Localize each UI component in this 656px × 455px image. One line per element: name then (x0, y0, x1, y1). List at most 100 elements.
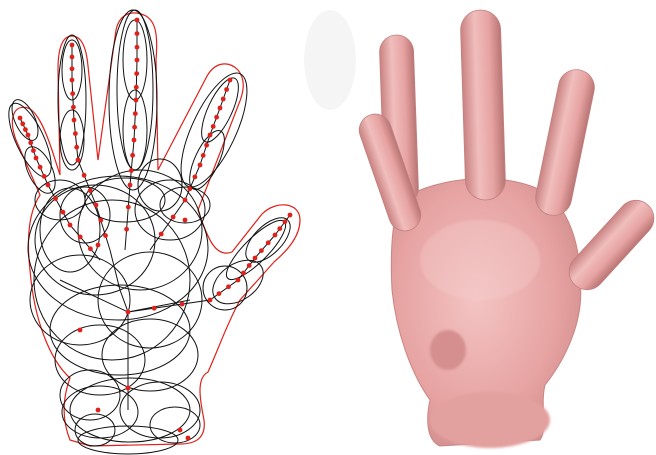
skeleton-node-20 (134, 85, 139, 90)
skeleton-node-70 (226, 284, 231, 289)
skeleton-node-58 (78, 235, 83, 240)
skeleton-node-48 (26, 133, 31, 138)
skeleton-node-10 (82, 173, 87, 178)
skeleton-node-26 (129, 168, 134, 173)
primitive-ellipse-32 (168, 65, 260, 196)
skeleton-node-59 (88, 246, 93, 251)
primitive-ellipse-3 (78, 170, 202, 290)
skeleton-node-8 (74, 145, 79, 150)
palm-bump (430, 330, 466, 370)
wireframe-hand-panel (0, 0, 330, 455)
finger-surface-2 (532, 66, 597, 218)
skeleton-node-17 (135, 45, 140, 50)
skeleton-node-7 (73, 131, 78, 136)
skeleton-node-32 (221, 97, 226, 102)
skeleton-node-13 (98, 218, 103, 223)
skeleton-node-39 (198, 163, 203, 168)
skeleton-node-19 (134, 71, 139, 76)
primitive-ellipse-37 (19, 142, 62, 197)
skeleton-node-51 (34, 156, 39, 161)
skeleton-node-72 (208, 298, 213, 303)
primitive-ellipse-20 (75, 414, 115, 446)
skeleton-node-44 (159, 232, 164, 237)
skeleton-node-52 (38, 165, 43, 170)
skeleton-node-15 (135, 18, 140, 23)
skeleton-node-79 (78, 328, 83, 333)
skeleton-node-62 (277, 226, 282, 231)
skeleton-node-21 (134, 98, 139, 103)
skeleton-node-47 (23, 127, 28, 132)
skeleton-node-12 (94, 203, 99, 208)
skeleton-node-30 (228, 78, 233, 83)
wireframe-hand (0, 0, 330, 455)
skeleton-node-33 (218, 106, 223, 111)
skeleton-node-4 (70, 91, 75, 96)
skeleton-node-29 (124, 227, 129, 232)
skeleton-node-63 (273, 233, 278, 238)
skeleton-node-77 (96, 243, 101, 248)
skeleton-node-50 (31, 148, 36, 153)
skeleton-node-82 (186, 436, 191, 441)
skeleton-node-75 (126, 310, 131, 315)
skeleton-node-80 (178, 428, 183, 433)
skeleton-node-5 (71, 105, 76, 110)
skeleton-node-54 (46, 183, 51, 188)
skeleton-node-37 (204, 143, 209, 148)
skeleton-node-11 (88, 188, 93, 193)
primitive-ellipse-18 (150, 407, 200, 443)
skeleton-node-56 (61, 210, 66, 215)
skeleton-node-1 (70, 55, 75, 60)
skeleton-node-3 (70, 78, 75, 83)
skeleton-node-34 (214, 115, 219, 120)
skeleton-node-22 (133, 111, 138, 116)
shaded-hand-panel (330, 0, 656, 455)
skeleton-node-45 (18, 116, 23, 121)
skeleton-node-28 (126, 205, 131, 210)
palm-highlight (420, 220, 540, 300)
skeleton-node-9 (76, 158, 81, 163)
primitive-ellipse-23 (238, 210, 297, 269)
skeleton-node-69 (236, 278, 241, 283)
skeleton-node-76 (126, 386, 131, 391)
skeleton-node-73 (180, 302, 185, 307)
skeleton-node-35 (211, 124, 216, 129)
skeleton-node-24 (132, 138, 137, 143)
skeleton-node-65 (259, 248, 264, 253)
skeleton-node-16 (135, 31, 140, 36)
skeleton-node-14 (103, 233, 108, 238)
skeleton-node-67 (247, 263, 252, 268)
primitive-ellipse-1 (34, 200, 190, 360)
skeleton-node-49 (28, 140, 33, 145)
skeleton-node-40 (193, 175, 198, 180)
skeleton-node-0 (70, 43, 75, 48)
bone-line-4 (128, 215, 290, 312)
hand-surface (355, 9, 656, 448)
primitive-ellipse-38 (60, 187, 110, 243)
skeleton-node-27 (128, 183, 133, 188)
wrist-blob (430, 392, 550, 448)
skeleton-node-2 (70, 66, 75, 71)
skeleton-node-23 (132, 125, 137, 130)
skeleton-node-71 (217, 291, 222, 296)
primitive-ellipse-9 (40, 188, 100, 272)
skeleton-node-25 (130, 153, 135, 158)
skeleton-node-38 (201, 153, 206, 158)
primitive-ellipse-34 (183, 126, 232, 194)
skeleton-node-68 (241, 271, 246, 276)
skeleton-node-46 (20, 121, 25, 126)
skeleton-node-78 (183, 218, 188, 223)
skeleton-node-53 (42, 174, 47, 179)
primitive-ellipse-17 (60, 370, 120, 420)
skeleton-node-74 (152, 306, 157, 311)
skeleton-node-41 (187, 186, 192, 191)
skeleton-node-60 (288, 213, 293, 218)
skeleton-node-31 (224, 87, 229, 92)
skeleton-node-81 (96, 408, 101, 413)
primitive-ellipses (0, 10, 297, 454)
skeleton-node-61 (283, 219, 288, 224)
skeleton-node-36 (208, 133, 213, 138)
skeleton-node-42 (183, 198, 188, 203)
skeleton-node-57 (68, 223, 73, 228)
skeleton-node-18 (135, 58, 140, 63)
